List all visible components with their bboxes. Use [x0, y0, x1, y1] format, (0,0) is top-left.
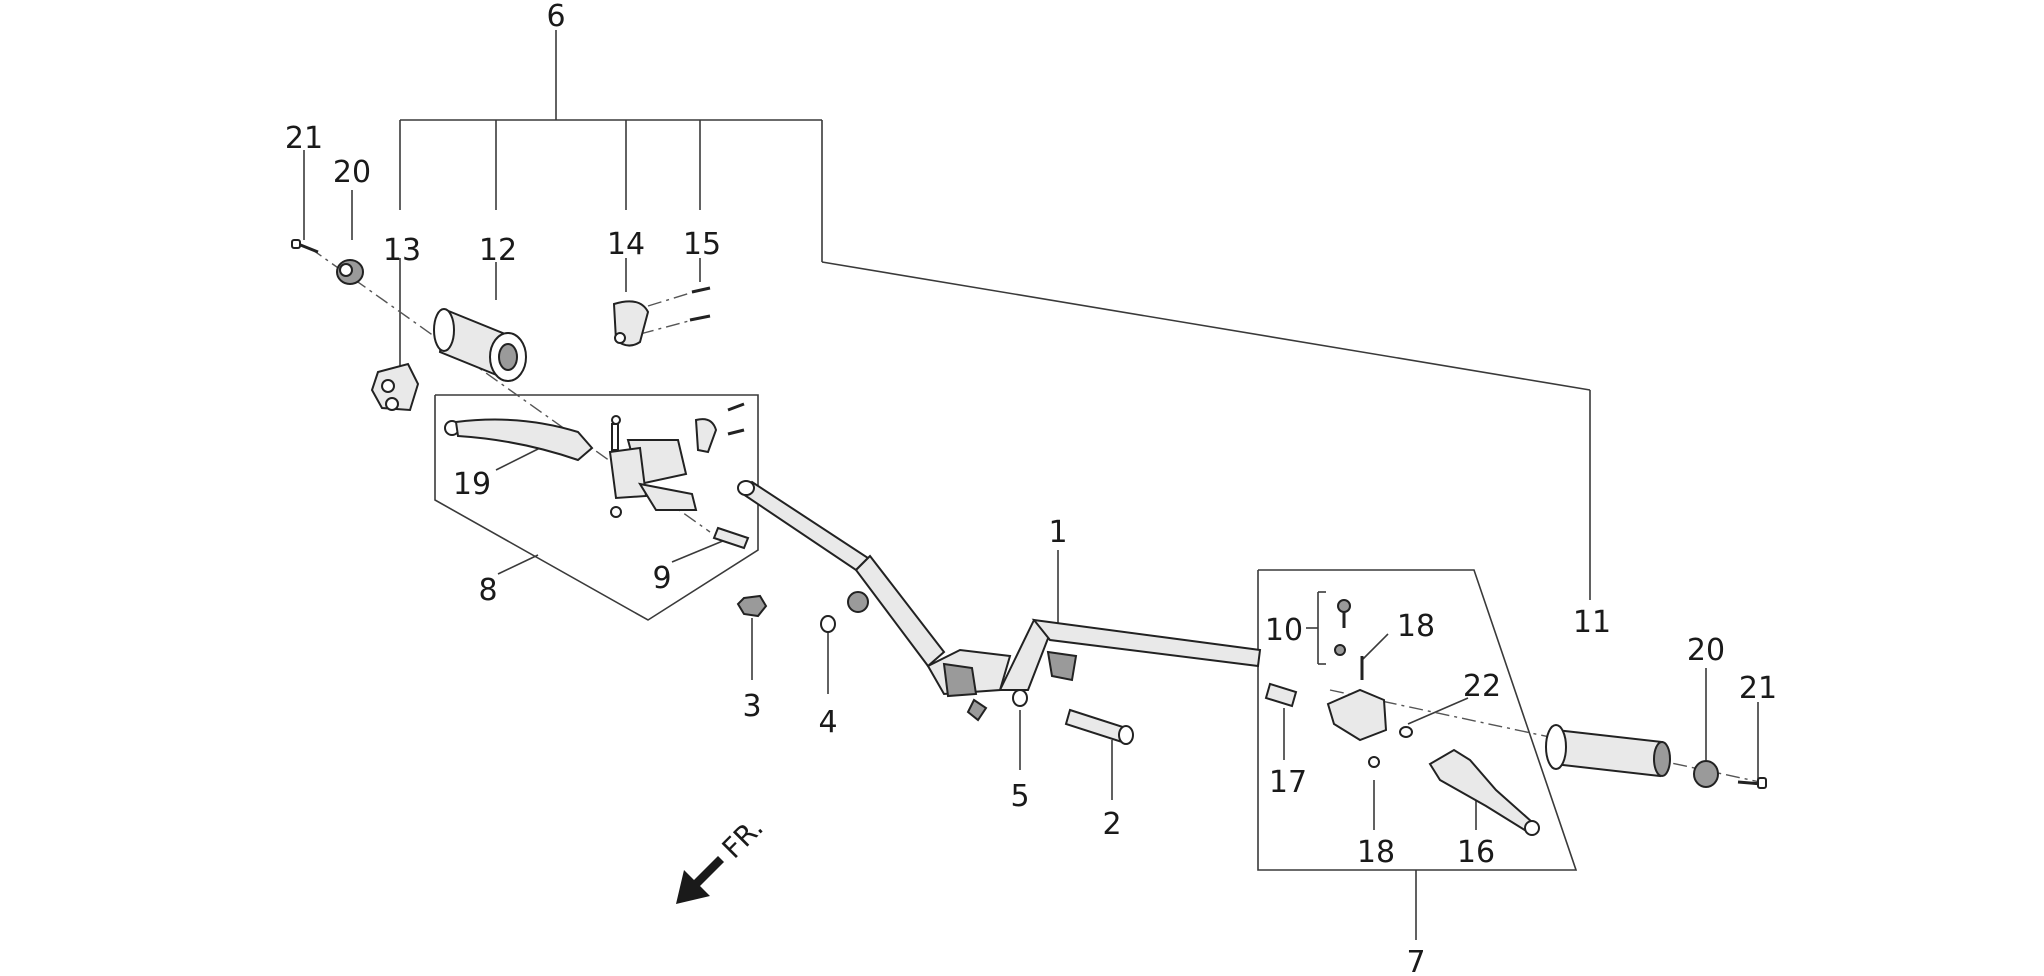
switch-holder-13-icon: [370, 362, 420, 412]
brake-lever-19-icon: [444, 418, 594, 462]
clutch-lever-16-icon: [1428, 748, 1540, 836]
clutch-bracket-icon: [1264, 599, 1413, 768]
callout-14: 14: [607, 227, 645, 262]
front-direction-label: FR.: [716, 811, 770, 865]
left-grip-12-icon: [433, 308, 527, 382]
front-direction-arrow-icon: [676, 856, 736, 904]
callout-3: 3: [742, 689, 761, 724]
assembly-axis-lines: [309, 247, 1761, 783]
callout-10: 10: [1265, 613, 1303, 648]
callout-1: 1: [1048, 515, 1067, 550]
callout-7: 7: [1406, 945, 1425, 976]
callout-19: 19: [453, 467, 491, 502]
screw-21-left-icon: [291, 239, 319, 254]
callout-5: 5: [1010, 779, 1029, 814]
clamp-14-icon: [612, 300, 650, 347]
callout-16: 16: [1457, 835, 1495, 870]
callout-11: 11: [1573, 605, 1611, 640]
callout-17: 17: [1269, 765, 1307, 800]
callout-20-left: 20: [333, 155, 371, 190]
callout-12: 12: [479, 233, 517, 268]
master-cylinder-icon: [608, 402, 745, 518]
callout-8: 8: [478, 573, 497, 608]
leader-lines: [303, 30, 1759, 940]
callout-9: 9: [652, 561, 671, 596]
bolt-2-icon: [1064, 708, 1134, 745]
bolt-9-icon: [712, 526, 750, 550]
callout-18-bottom: 18: [1357, 835, 1395, 870]
right-grip-11-icon: [1545, 724, 1671, 778]
callout-6: 6: [546, 0, 565, 34]
callout-22: 22: [1463, 669, 1501, 704]
nut-3-icon: [736, 594, 768, 618]
callout-20-right: 20: [1687, 633, 1725, 668]
bar-end-weight-20-left-icon: [336, 259, 364, 285]
callout-21-right: 21: [1739, 671, 1777, 706]
callout-4: 4: [818, 705, 837, 740]
bar-end-weight-20-right-icon: [1693, 760, 1719, 788]
callout-2: 2: [1102, 807, 1121, 842]
callout-13: 13: [383, 233, 421, 268]
callout-18-top: 18: [1397, 609, 1435, 644]
callout-labels: 6 21 20 13 12 14 15 19 9 8 3 4 1 5 2 10 …: [285, 0, 1777, 976]
screw-21-right-icon: [1737, 777, 1767, 789]
screws-15-icon: [689, 286, 711, 322]
handlebar-1-icon: [737, 480, 1262, 722]
washer-5-icon: [1012, 689, 1028, 707]
callout-21-left: 21: [285, 121, 323, 156]
callout-15: 15: [683, 227, 721, 262]
washer-4-icon: [820, 615, 836, 633]
